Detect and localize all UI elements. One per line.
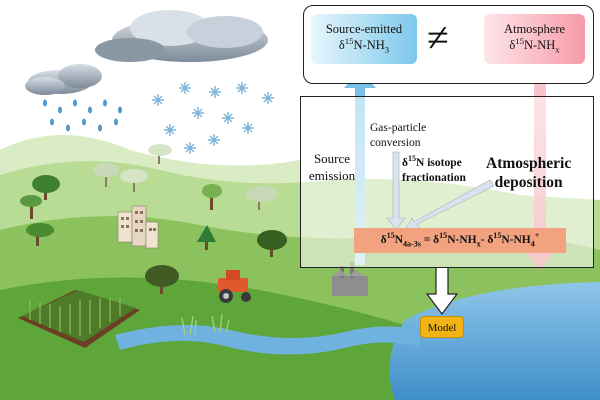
trees — [20, 144, 287, 294]
crop-field — [18, 290, 140, 348]
source-emission-label: Source emission — [308, 151, 356, 183]
atmosphere-box-title: Atmosphere — [503, 22, 566, 36]
river — [115, 325, 420, 355]
atmospheric-deposition-label: Atmospheric deposition — [486, 155, 572, 191]
rain-drops — [43, 99, 122, 132]
model-box: Model — [420, 316, 464, 338]
rain-cloud — [25, 64, 102, 95]
isotope-equation: δ15N4a-3s = δ15N-NHx- δ15N-NH4+ — [354, 228, 566, 253]
not-equal-symbol: ≠ — [427, 15, 449, 60]
atmosphere-box-formula: δ15N-NHx — [509, 35, 560, 55]
gas-particle-label: Gas-particle conversion — [370, 122, 427, 149]
atmosphere-box: Atmosphere δ15N-NHx — [484, 14, 585, 64]
tractor-icon — [218, 270, 251, 303]
city-buildings — [117, 205, 159, 249]
factory-icon — [332, 262, 368, 296]
source-box-title: Source-emitted — [325, 22, 403, 36]
snowflakes — [152, 82, 274, 154]
reeds — [181, 313, 230, 336]
storm-cloud — [95, 10, 268, 62]
fractionation-label: δ15N isotope fractionation — [402, 154, 466, 184]
source-emitted-box: Source-emitted δ15N-NH3 — [311, 14, 417, 64]
source-box-formula: δ15N-NH3 — [338, 35, 390, 55]
model-connector — [425, 268, 459, 315]
